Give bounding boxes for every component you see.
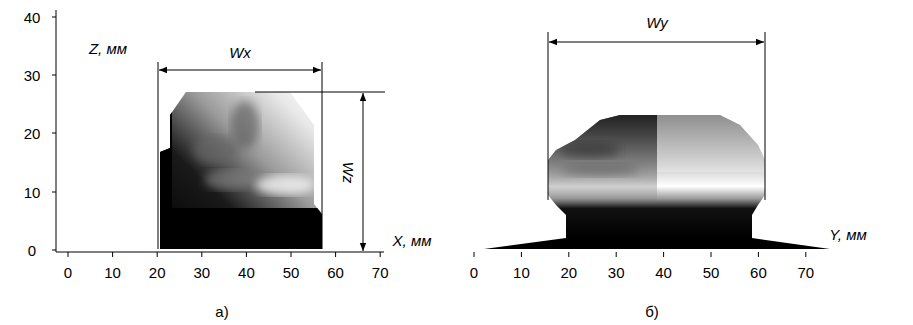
- weld-section-a: [150, 92, 330, 253]
- axis-name: Y, мм: [829, 227, 867, 242]
- tick-label: 30: [193, 265, 210, 280]
- dimension-label: Wy: [646, 15, 668, 30]
- tick-label: 0: [64, 265, 72, 280]
- tick-label: 40: [238, 265, 255, 280]
- weld-section-b: [484, 112, 830, 249]
- tick-label: 40: [655, 265, 672, 280]
- panel-caption: а): [215, 304, 228, 319]
- tick-label: 60: [750, 265, 767, 280]
- tick-label: 10: [104, 265, 121, 280]
- tick-label: 50: [283, 265, 300, 280]
- panel-caption: б): [645, 304, 659, 319]
- dimension-lines-b: [548, 32, 765, 200]
- tick-label: 40: [24, 10, 41, 25]
- dimension-label: Wz: [341, 161, 356, 183]
- tick-label: 60: [327, 265, 344, 280]
- tick-label: 20: [149, 265, 166, 280]
- tick-label: 0: [28, 243, 36, 258]
- axes-a: [52, 10, 384, 257]
- tick-label: 30: [24, 68, 41, 83]
- tick-label: 20: [24, 126, 41, 141]
- axis-name: Z, мм: [89, 41, 127, 56]
- tick-label: 50: [703, 265, 720, 280]
- axis-name: X, мм: [393, 233, 432, 248]
- dimension-lines-a: [158, 62, 385, 251]
- tick-label: 10: [513, 265, 530, 280]
- tick-label: 20: [560, 265, 577, 280]
- tick-label: 30: [608, 265, 625, 280]
- tick-label: 70: [797, 265, 814, 280]
- tick-label: 10: [24, 185, 41, 200]
- tick-label: 70: [372, 265, 389, 280]
- dimension-label: Wx: [229, 45, 251, 60]
- axes-b: [474, 252, 806, 257]
- tick-label: 0: [470, 265, 478, 280]
